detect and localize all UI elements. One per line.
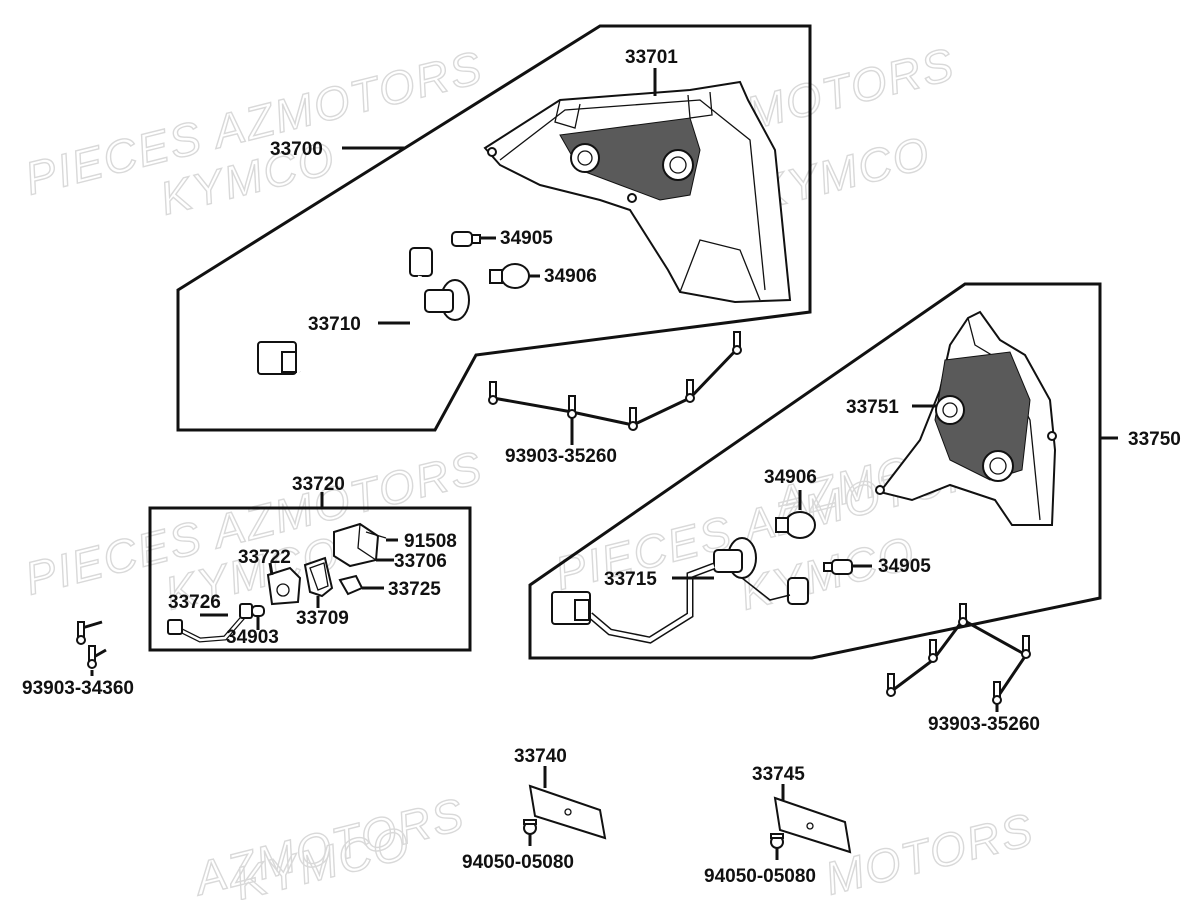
- group-33750: 33750 33751 34906 34905: [528, 282, 1181, 660]
- part-label-33725: 33725: [388, 579, 441, 600]
- screw: [928, 639, 938, 663]
- part-label-33751: 33751: [846, 397, 899, 418]
- reflector-33725: [338, 574, 364, 596]
- bulb-34905-right: [823, 559, 853, 575]
- socket-harness-33715: [551, 537, 809, 644]
- screw: [567, 395, 577, 419]
- lamp-housing-33751: [875, 310, 1057, 526]
- screw-91508: [365, 531, 387, 539]
- part-label-93903-34360: 93903-34360: [22, 678, 134, 699]
- part-label-93903-35260: 93903-35260: [505, 446, 617, 467]
- part-label-91508: 91508: [404, 531, 457, 552]
- screw: [1021, 635, 1031, 659]
- group-33700: 33701 33700 34905 34906 33710: [176, 24, 812, 432]
- part-label-34906: 34906: [544, 266, 597, 287]
- bulb-34905-left: [451, 231, 481, 247]
- group-33720-outline: [148, 506, 472, 652]
- part-label-93903-35260-lower: 93903-35260: [928, 714, 1040, 735]
- lens-33706: [333, 522, 380, 568]
- part-label-94050-05080-right: 94050-05080: [704, 866, 816, 887]
- housing-33722: [266, 566, 302, 606]
- screw: [628, 407, 638, 431]
- screw: [992, 681, 1002, 705]
- screw: [76, 621, 86, 645]
- part-label-33720: 33720: [292, 474, 345, 495]
- part-label-33722: 33722: [238, 547, 291, 568]
- watermark-text: MOTORS: [820, 803, 1039, 900]
- screw-set-93903-34360: [76, 620, 107, 676]
- part-label-34905-right: 34905: [878, 556, 931, 577]
- screw: [685, 379, 695, 403]
- part-label-33745: 33745: [752, 764, 805, 785]
- screw: [732, 331, 742, 355]
- part-label-33715: 33715: [604, 569, 657, 590]
- part-label-33701: 33701: [625, 47, 678, 68]
- part-label-34905: 34905: [500, 228, 553, 249]
- part-label-34906-right: 34906: [764, 467, 817, 488]
- screw: [886, 673, 896, 697]
- reflector-33740: 33740 94050-05080: [462, 746, 607, 873]
- lamp-housing-33701: [483, 80, 792, 304]
- screw: [958, 603, 968, 627]
- part-label-33710: 33710: [308, 314, 361, 335]
- part-label-33750: 33750: [1128, 429, 1181, 450]
- screw: [488, 381, 498, 405]
- bulb-34906-left: [489, 263, 530, 289]
- socket-harness-33710: [257, 247, 470, 398]
- part-label-33740: 33740: [514, 746, 567, 767]
- part-label-94050-05080: 94050-05080: [462, 852, 574, 873]
- screw: [87, 645, 97, 669]
- screw-set-93903-35260-lower: [886, 603, 1031, 712]
- reflector-33745: 33745 94050-05080: [704, 764, 852, 887]
- part-label-33700: 33700: [270, 139, 323, 160]
- group-33750-outline: [528, 282, 1102, 660]
- part-label-33709: 33709: [296, 608, 349, 629]
- harness-33726: [167, 603, 253, 643]
- part-label-34903: 34903: [226, 627, 279, 648]
- part-label-33726: 33726: [168, 592, 221, 613]
- group-33720: 33720 91508 33706 33722 33725 33709: [148, 474, 472, 652]
- bulb-34903: [251, 605, 265, 617]
- screw-set-93903-35260-upper: [488, 331, 742, 445]
- group-33700-outline: [176, 24, 812, 432]
- part-label-33706: 33706: [394, 551, 447, 572]
- bulb-34906-right: [775, 511, 816, 539]
